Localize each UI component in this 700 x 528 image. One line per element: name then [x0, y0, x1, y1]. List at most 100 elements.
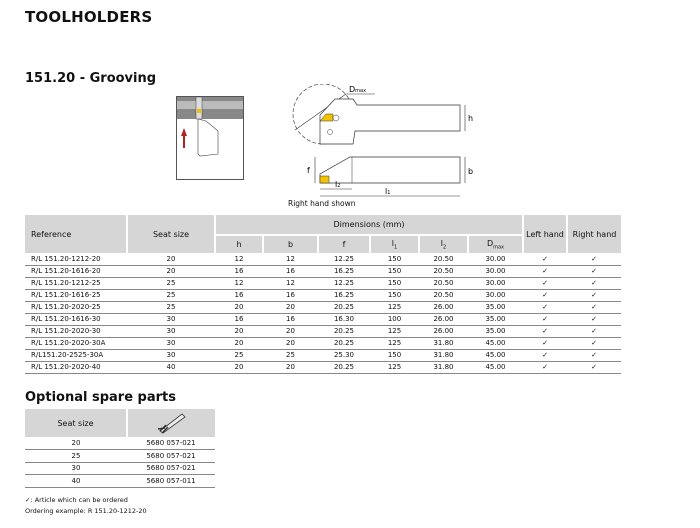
- cell-ref: R/L 151.20-1212-25: [25, 277, 127, 290]
- col-left-hand: Left hand: [522, 215, 567, 253]
- dmax-label: Dmax: [349, 85, 366, 94]
- cell-l2: 26.00: [419, 325, 468, 338]
- cell-b: 25: [263, 349, 318, 362]
- cell-b: 16: [263, 313, 318, 326]
- cell-part: 5680 057-021: [127, 462, 215, 475]
- cell-h: 16: [215, 265, 263, 278]
- cell-left: ✓: [523, 361, 567, 374]
- cell-ref: R/L 151.20-1616-20: [25, 265, 127, 278]
- cell-l1: 150: [370, 265, 419, 278]
- cell-ref: R/L 151.20-2020-25: [25, 301, 127, 314]
- cell-b: 20: [263, 325, 318, 338]
- cell-left: ✓: [523, 277, 567, 290]
- cell-ref: R/L 151.20-2020-30A: [25, 337, 127, 350]
- cell-l1: 125: [370, 361, 419, 374]
- cell-l2: 20.50: [419, 277, 468, 290]
- cell-left: ✓: [523, 325, 567, 338]
- cell-right: ✓: [567, 301, 621, 314]
- cell-dmax: 45.00: [468, 361, 523, 374]
- cell-h: 12: [215, 277, 263, 290]
- cell-h: 20: [215, 337, 263, 350]
- cell-f: 16.25: [318, 265, 370, 278]
- cell-ref: R/L 151.20-2020-30: [25, 325, 127, 338]
- col-seat-size: Seat size: [25, 409, 127, 437]
- cell-dmax: 30.00: [468, 289, 523, 302]
- cell-right: ✓: [567, 325, 621, 338]
- cell-left: ✓: [523, 253, 567, 266]
- cell-seat: 25: [127, 289, 215, 302]
- cell-seat: 30: [127, 349, 215, 362]
- cell-h: 20: [215, 325, 263, 338]
- cell-seat: 20: [127, 253, 215, 266]
- cell-h: 20: [215, 301, 263, 314]
- cell-f: 12.25: [318, 253, 370, 266]
- col-dimensions: Dimensions (mm): [214, 215, 523, 235]
- cell-seat: 30: [127, 313, 215, 326]
- cell-left: ✓: [523, 265, 567, 278]
- cell-ref: R/L 151.20-1616-25: [25, 289, 127, 302]
- cell-dmax: 30.00: [468, 277, 523, 290]
- cell-dmax: 35.00: [468, 301, 523, 314]
- cell-dmax: 35.00: [468, 313, 523, 326]
- cell-seat: 20: [127, 265, 215, 278]
- cell-h: 16: [215, 313, 263, 326]
- cell-h: 25: [215, 349, 263, 362]
- cell-seat: 30: [127, 337, 215, 350]
- cell-left: ✓: [523, 301, 567, 314]
- section-title: 151.20 - Grooving: [25, 71, 157, 86]
- cell-seat: 25: [25, 449, 127, 463]
- cell-b: 20: [263, 301, 318, 314]
- cell-l1: 150: [370, 253, 419, 266]
- cell-dmax: 45.00: [468, 337, 523, 350]
- col-b: b: [262, 234, 318, 253]
- col-reference: Reference: [25, 215, 127, 253]
- col-dmax: Dmax: [467, 234, 523, 253]
- cell-b: 16: [263, 265, 318, 278]
- cell-seat: 20: [25, 437, 127, 450]
- cell-l2: 26.00: [419, 301, 468, 314]
- cell-l2: 26.00: [419, 313, 468, 326]
- cell-l1: 100: [370, 313, 419, 326]
- cell-b: 20: [263, 337, 318, 350]
- cell-f: 20.25: [318, 301, 370, 314]
- cell-l1: 125: [370, 337, 419, 350]
- cell-seat: 25: [127, 301, 215, 314]
- cell-left: ✓: [523, 289, 567, 302]
- page-title: TOOLHOLDERS: [25, 8, 153, 26]
- l2-label: l2: [335, 180, 340, 189]
- spare-parts-title: Optional spare parts: [25, 390, 176, 405]
- cell-b: 12: [263, 277, 318, 290]
- legend-note: ✓: Article which can be ordered: [25, 496, 128, 504]
- cell-l1: 150: [370, 289, 419, 302]
- cell-right: ✓: [567, 361, 621, 374]
- cell-right: ✓: [567, 349, 621, 362]
- cell-l1: 150: [370, 277, 419, 290]
- cell-f: 20.25: [318, 361, 370, 374]
- b-label: b: [468, 167, 473, 176]
- cell-part: 5680 057-021: [127, 449, 215, 463]
- h-label: h: [468, 114, 473, 123]
- cell-ref: R/L151.20-2525-30A: [25, 349, 127, 362]
- col-l2: l2: [418, 234, 468, 253]
- cell-ref: R/L 151.20-1616-30: [25, 313, 127, 326]
- cell-seat: 40: [25, 474, 127, 488]
- cell-l2: 20.50: [419, 253, 468, 266]
- toolholder-dimension-drawing: Dmax h b f l2 l1: [292, 84, 473, 197]
- col-seat-size: Seat size: [126, 215, 215, 253]
- cell-dmax: 45.00: [468, 349, 523, 362]
- cell-h: 20: [215, 361, 263, 374]
- cell-seat: 30: [127, 325, 215, 338]
